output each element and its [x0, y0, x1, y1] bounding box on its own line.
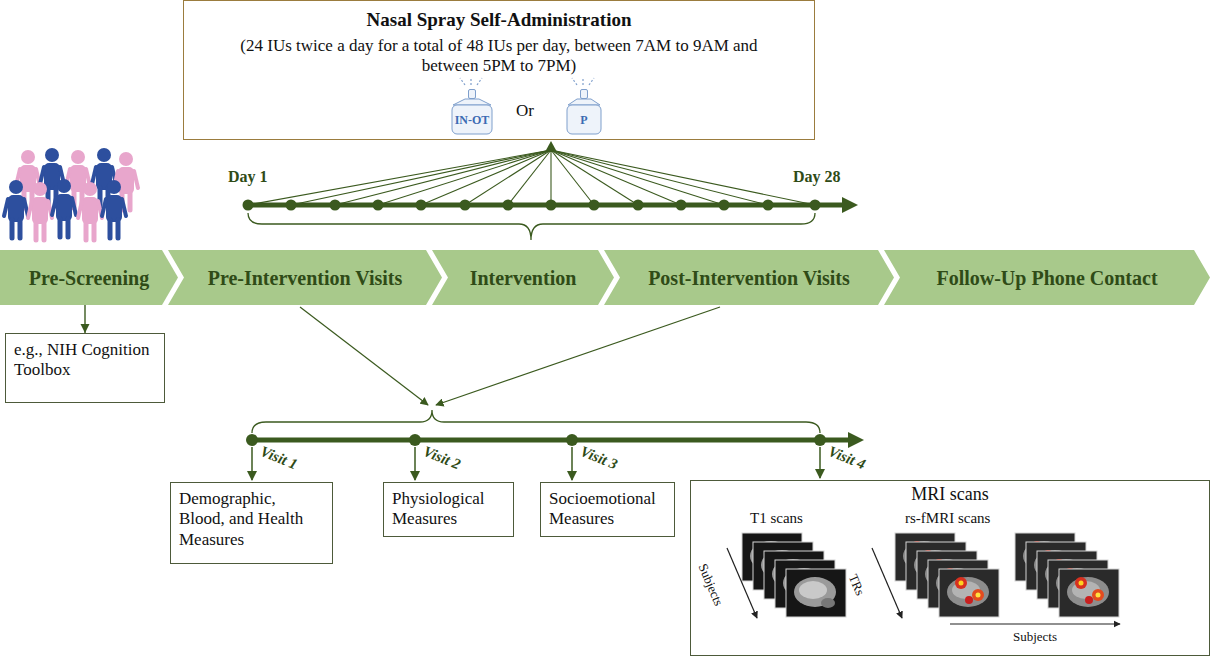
spray-bottle: IN-OT	[449, 89, 495, 135]
axis-label: TRs	[845, 572, 867, 598]
phase-chevron: Pre-Intervention Visits	[168, 250, 442, 305]
node-heading: P	[580, 114, 587, 127]
chevron-fill	[604, 250, 894, 305]
node-heading: Intervention	[470, 267, 577, 289]
spray-marks	[460, 77, 594, 85]
dose-lines	[248, 150, 815, 205]
node-body: (24 IUs twice a day for a total of 48 IU…	[219, 36, 779, 77]
visit-label: Visit 1	[258, 443, 300, 474]
bottle-shape	[564, 89, 604, 135]
or-text: Or	[516, 101, 534, 121]
dose-arrowhead	[545, 141, 557, 152]
node-heading: Nasal Spray Self-Administration	[184, 9, 814, 32]
node-heading: e.g., NIH Cognition Toolbox	[14, 340, 156, 381]
chevron-fill	[432, 250, 614, 305]
day-label: Day 1	[226, 168, 270, 186]
visit-label: Visit 4	[826, 443, 868, 474]
scan-label: T1 scans	[750, 510, 803, 527]
phase-chevron: Follow-Up Phone Contact	[884, 250, 1210, 305]
axis-label: Subjects	[1013, 630, 1057, 645]
phase-chevron: Intervention	[432, 250, 614, 305]
node-heading: Follow-Up Phone Contact	[936, 267, 1157, 289]
chevron-fill	[168, 250, 442, 305]
chevron-fill	[884, 250, 1210, 305]
visits-timeline	[246, 307, 864, 480]
mri-box: MRI scans	[690, 480, 1210, 656]
phase-chevron: Pre-Screening	[0, 250, 178, 305]
intervention-timeline	[243, 197, 859, 240]
participants-icon	[4, 148, 138, 240]
t1-scan-stack	[742, 533, 846, 617]
measure-box: Physiological Measures	[383, 482, 514, 537]
node-heading: MRI scans	[691, 484, 1209, 506]
node-heading: Demographic, Blood, and Health Measures	[179, 489, 324, 550]
intervention-box: Nasal Spray Self-Administration (24 IUs t…	[183, 0, 815, 140]
node-heading: Physiological Measures	[392, 489, 505, 530]
visit-label: Visit 2	[421, 443, 463, 474]
measure-box: Demographic, Blood, and Health Measures	[170, 482, 333, 564]
node-heading: IN-OT	[455, 114, 490, 127]
visit-label: Visit 3	[578, 443, 620, 474]
node-heading: Pre-Intervention Visits	[208, 267, 403, 289]
scan-label: rs-fMRI scans	[905, 510, 990, 527]
phase-chevron: Post-Intervention Visits	[604, 250, 894, 305]
chevron-fill	[0, 250, 178, 305]
spray-bottle: P	[564, 89, 604, 135]
axis-arrows	[727, 548, 1120, 624]
measure-box: e.g., NIH Cognition Toolbox	[5, 333, 165, 403]
measure-box: Socioemotional Measures	[540, 482, 675, 537]
fmri-scan-stack	[895, 533, 1119, 617]
axis-label: Subjects	[695, 562, 726, 608]
node-heading: Post-Intervention Visits	[648, 267, 850, 289]
node-heading: Socioemotional Measures	[549, 489, 666, 530]
bottle-shape	[449, 89, 495, 135]
connector-arrow	[81, 305, 90, 333]
node-heading: Pre-Screening	[29, 267, 149, 289]
day-label: Day 28	[791, 168, 843, 186]
